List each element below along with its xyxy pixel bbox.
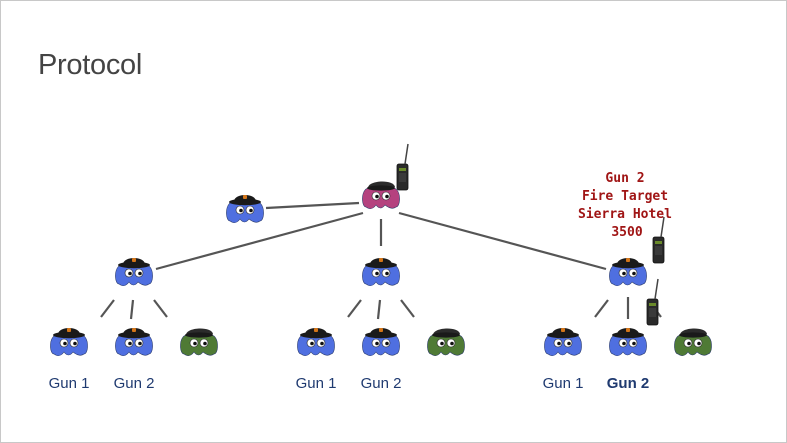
gun-label: Gun 1	[543, 375, 584, 392]
connector-lines	[100, 201, 662, 320]
beret-icon	[185, 328, 213, 338]
cap-icon	[547, 328, 579, 339]
commander-node	[361, 181, 401, 210]
beret-icon	[367, 181, 395, 191]
connector-leader-to-member	[153, 299, 168, 318]
gun-member-node	[296, 328, 336, 357]
reserve-member-node	[673, 328, 713, 357]
connector-leader-to-member	[400, 299, 415, 318]
connector-commander-to-leader	[155, 211, 364, 271]
cap-icon	[229, 195, 261, 206]
walkie-talkie-icon	[646, 278, 659, 326]
reserve-member-node	[179, 328, 219, 357]
connector-leader-to-member	[347, 299, 362, 318]
connector-leader-to-member	[594, 299, 609, 318]
cap-icon	[365, 328, 397, 339]
connector-leader-to-member	[100, 299, 115, 318]
cap-icon	[612, 258, 644, 269]
cap-icon	[365, 258, 397, 269]
gun-label: Gun 1	[49, 375, 90, 392]
walkie-talkie-icon	[652, 216, 665, 264]
slide-title: Protocol	[38, 49, 142, 81]
connector-aide	[265, 201, 360, 210]
gun-label: Gun 2	[361, 375, 402, 392]
gun-labels: Gun 1 Gun 2 Gun 1 Gun 2 Gun 1 Gun 2	[49, 375, 650, 392]
radio-message-line: Fire Target	[582, 189, 668, 204]
cap-icon	[300, 328, 332, 339]
gun-member-node	[361, 328, 401, 357]
cap-icon	[612, 328, 644, 339]
radio-message-line: 3500	[611, 225, 642, 240]
cap-icon	[53, 328, 85, 339]
gun-label: Gun 1	[296, 375, 337, 392]
squad-leader-node	[361, 258, 401, 287]
connector-leader-to-member	[376, 299, 382, 320]
radio-message: Gun 2 Fire Target Sierra Hotel 3500	[578, 169, 676, 240]
gun-member-node	[114, 328, 154, 357]
beret-icon	[679, 328, 707, 338]
squad-leader-node	[114, 258, 154, 287]
gun-member-node	[543, 328, 583, 357]
walkie-talkie-icon	[396, 143, 409, 191]
connector-commander-to-leader	[398, 211, 607, 271]
beret-icon	[432, 328, 460, 338]
aide-node	[225, 195, 265, 224]
radio-message-line: Sierra Hotel	[578, 207, 672, 222]
gun-label: Gun 2	[114, 375, 155, 392]
gun-label: Gun 2	[607, 375, 650, 392]
gun-member-node	[608, 328, 648, 357]
reserve-member-node	[426, 328, 466, 357]
cap-icon	[118, 258, 150, 269]
connector-leader-to-member	[129, 299, 135, 320]
cap-icon	[118, 328, 150, 339]
gun-member-node	[49, 328, 89, 357]
squad-leader-node	[608, 258, 648, 287]
radio-message-line: Gun 2	[605, 171, 644, 186]
